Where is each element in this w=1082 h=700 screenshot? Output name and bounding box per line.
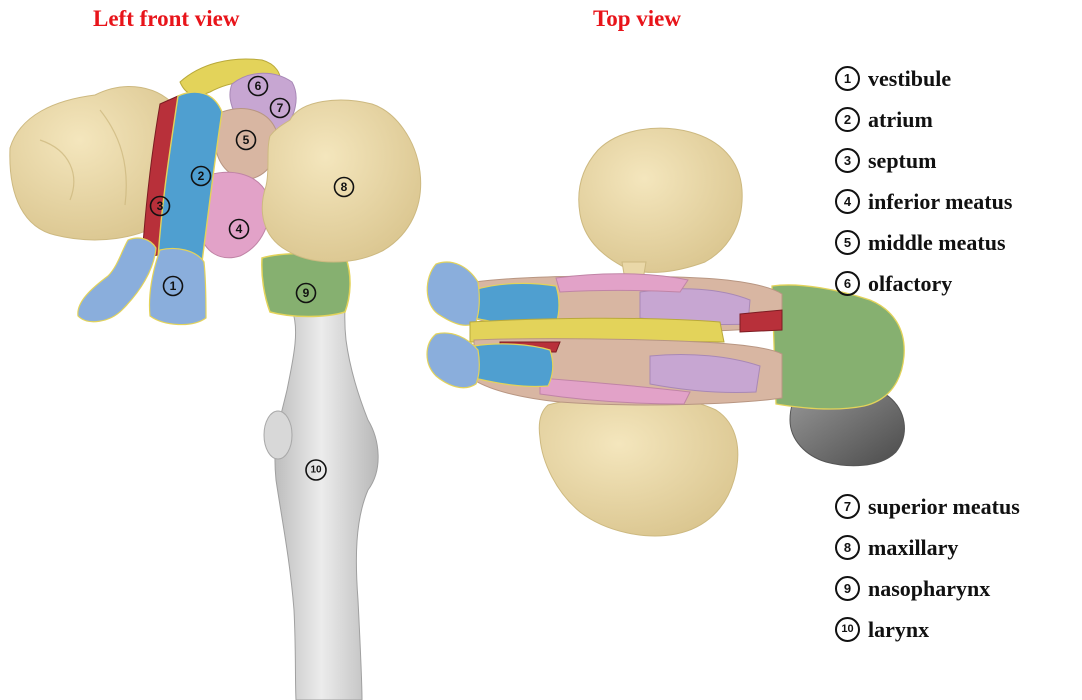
- vestibule-tube-right: [149, 249, 206, 325]
- legend-item-inferior-meatus: 4 inferior meatus: [835, 185, 1012, 226]
- svg-text:8: 8: [341, 180, 348, 194]
- legend-number: 7: [835, 494, 860, 519]
- legend-label: maxillary: [868, 535, 958, 560]
- legend-label: larynx: [868, 617, 929, 642]
- inferior-meatus-upper-top: [556, 274, 688, 292]
- legend-label: septum: [868, 148, 936, 173]
- legend-number: 8: [835, 535, 860, 560]
- legend-item-septum: 3 septum: [835, 144, 1012, 185]
- svg-text:5: 5: [243, 133, 250, 147]
- legend-number: 3: [835, 148, 860, 173]
- septum-upper-top: [740, 310, 782, 332]
- legend-label: nasopharynx: [868, 576, 990, 601]
- larynx-region-front: [275, 305, 378, 700]
- legend-list-top: 1 vestibule 2 atrium 3 septum 4 inferior mea…: [835, 62, 1012, 308]
- legend-item-superior-meatus: 7 superior meatus: [835, 490, 1020, 531]
- svg-text:4: 4: [236, 222, 243, 236]
- legend-number: 9: [835, 576, 860, 601]
- legend-list-bottom: 7 superior meatus 8 maxillary 9 nasopharynx…: [835, 490, 1020, 654]
- legend-number: 4: [835, 189, 860, 214]
- legend-number: 10: [835, 617, 860, 642]
- svg-text:3: 3: [157, 199, 164, 213]
- legend-label: olfactory: [868, 271, 952, 296]
- legend-item-olfactory: 6 olfactory: [835, 267, 1012, 308]
- nasopharynx-region-front: [262, 254, 350, 317]
- vestibule-tube-left: [78, 238, 156, 322]
- legend-item-atrium: 2 atrium: [835, 103, 1012, 144]
- maxillary-lower-top: [539, 395, 738, 536]
- maxillary-upper-top: [579, 128, 742, 272]
- legend-number: 1: [835, 66, 860, 91]
- atrium-lower-top: [474, 344, 553, 387]
- legend-number: 6: [835, 271, 860, 296]
- svg-text:9: 9: [303, 286, 310, 300]
- legend-label: vestibule: [868, 66, 951, 91]
- legend-item-vestibule: 1 vestibule: [835, 62, 1012, 103]
- legend-item-larynx: 10 larynx: [835, 613, 1020, 654]
- svg-text:1: 1: [170, 279, 177, 293]
- legend-label: atrium: [868, 107, 933, 132]
- legend-item-maxillary: 8 maxillary: [835, 531, 1020, 572]
- svg-text:7: 7: [277, 101, 284, 115]
- left-front-view: 1 2 3 4 5 6 7 8 9 10: [10, 59, 421, 700]
- legend-item-middle-meatus: 5 middle meatus: [835, 226, 1012, 267]
- legend-number: 2: [835, 107, 860, 132]
- svg-text:10: 10: [310, 465, 322, 476]
- larynx-nodule: [264, 411, 292, 459]
- svg-text:6: 6: [255, 79, 262, 93]
- olfactory-region-top: [470, 318, 724, 342]
- legend-item-nasopharynx: 9 nasopharynx: [835, 572, 1020, 613]
- legend-label: inferior meatus: [868, 189, 1012, 214]
- legend-label: superior meatus: [868, 494, 1020, 519]
- legend-label: middle meatus: [868, 230, 1006, 255]
- legend-number: 5: [835, 230, 860, 255]
- svg-text:2: 2: [198, 169, 205, 183]
- vestibule-upper-top: [427, 262, 479, 325]
- top-view: [427, 128, 904, 536]
